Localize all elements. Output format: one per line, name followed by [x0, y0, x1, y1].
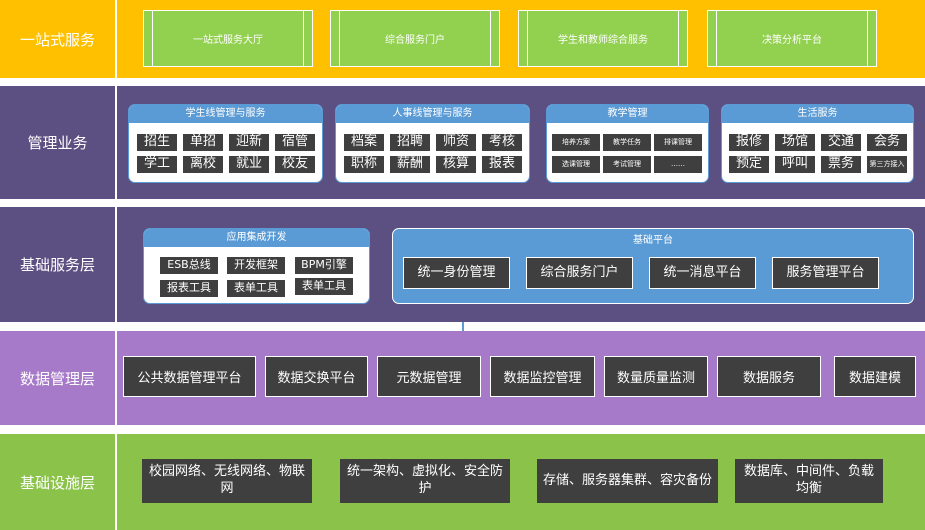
portal-box[interactable]: 学生和教师综合服务: [518, 10, 688, 67]
group-title: 生活服务: [722, 105, 913, 123]
platform-chip[interactable]: 综合服务门户: [526, 257, 633, 289]
layer-body: 学生线管理与服务 招生 单招 迎新 宿管 学工 离校 就业 校友 人事线管理与服…: [117, 86, 925, 199]
data-box[interactable]: 数据建模: [834, 356, 916, 397]
module-chip[interactable]: ……: [653, 155, 703, 174]
data-box[interactable]: 公共数据管理平台: [123, 356, 256, 397]
infra-box[interactable]: 数据库、中间件、负载均衡: [735, 459, 883, 503]
module-chip[interactable]: 教学任务: [602, 133, 652, 152]
data-box[interactable]: 数据交换平台: [265, 356, 368, 397]
group-teaching: 教学管理 培养方案 教学任务 排课管理 选课管理 考试管理 ……: [546, 104, 709, 183]
module-chip[interactable]: 离校: [182, 155, 224, 174]
portal-box[interactable]: 决策分析平台: [707, 10, 877, 67]
portal-box[interactable]: 综合服务门户: [330, 10, 500, 67]
group-student: 学生线管理与服务 招生 单招 迎新 宿管 学工 离校 就业 校友: [128, 104, 323, 183]
module-chip[interactable]: 师资: [435, 133, 477, 152]
module-chip[interactable]: 票务: [820, 155, 862, 174]
module-chip[interactable]: 呼叫: [774, 155, 816, 174]
module-chip[interactable]: 招生: [136, 133, 178, 152]
module-chip[interactable]: 报修: [728, 133, 770, 152]
layer-basic-service: 基础服务层 应用集成开发 ESB总线 开发框架 BPM引擎 报表工具 表单工具 …: [0, 207, 925, 322]
tool-chip[interactable]: 报表工具: [159, 279, 219, 298]
portal-box[interactable]: 一站式服务大厅: [143, 10, 313, 67]
group-title: 应用集成开发: [144, 229, 369, 247]
tool-chip[interactable]: ESB总线: [159, 256, 219, 275]
module-chip[interactable]: 考试管理: [602, 155, 652, 174]
tool-chip[interactable]: 表单工具: [294, 277, 354, 296]
module-chip[interactable]: 就业: [228, 155, 270, 174]
platform-chip[interactable]: 统一消息平台: [649, 257, 756, 289]
data-box[interactable]: 数量质量监测: [604, 356, 708, 397]
layer-one-stop-service: 一站式服务 一站式服务大厅 综合服务门户 学生和教师综合服务 决策分析平台: [0, 0, 925, 78]
group-title: 学生线管理与服务: [129, 105, 322, 123]
module-chip[interactable]: 核算: [435, 155, 477, 174]
module-chip[interactable]: 排课管理: [653, 133, 703, 152]
data-box[interactable]: 数据监控管理: [490, 356, 595, 397]
group-title: 教学管理: [547, 105, 708, 123]
layer-management-business: 管理业务 学生线管理与服务 招生 单招 迎新 宿管 学工 离校 就业 校友 人事…: [0, 86, 925, 199]
group-app-integration: 应用集成开发 ESB总线 开发框架 BPM引擎 报表工具 表单工具 表单工具: [143, 228, 370, 304]
module-chip[interactable]: 迎新: [228, 133, 270, 152]
module-chip[interactable]: 报表: [481, 155, 523, 174]
module-chip[interactable]: 单招: [182, 133, 224, 152]
module-chip[interactable]: 培养方案: [551, 133, 601, 152]
platform-chip[interactable]: 统一身份管理: [403, 257, 510, 289]
platform-chip[interactable]: 服务管理平台: [772, 257, 879, 289]
group-title: 基础平台: [633, 235, 673, 246]
layer-label: 管理业务: [0, 86, 117, 199]
tool-chip[interactable]: BPM引擎: [294, 256, 354, 275]
module-chip[interactable]: 学工: [136, 155, 178, 174]
group-title: 人事线管理与服务: [336, 105, 529, 123]
data-box[interactable]: 数据服务: [717, 356, 821, 397]
module-chip[interactable]: 会务: [866, 133, 908, 152]
layer-label: 基础服务层: [0, 207, 117, 322]
module-chip[interactable]: 预定: [728, 155, 770, 174]
data-box[interactable]: 元数据管理: [377, 356, 481, 397]
layer-label: 数据管理层: [0, 331, 117, 425]
module-chip[interactable]: 第三方接入: [866, 155, 908, 174]
module-chip[interactable]: 交通: [820, 133, 862, 152]
group-base-platform: 基础平台 统一身份管理 综合服务门户 统一消息平台 服务管理平台: [392, 228, 914, 304]
module-chip[interactable]: 校友: [274, 155, 316, 174]
infra-box[interactable]: 校园网络、无线网络、物联网: [142, 459, 312, 503]
layer-label: 一站式服务: [0, 0, 117, 78]
layer-label: 基础设施层: [0, 434, 117, 530]
module-chip[interactable]: 薪酬: [389, 155, 431, 174]
layer-body: 一站式服务大厅 综合服务门户 学生和教师综合服务 决策分析平台: [117, 0, 925, 78]
module-chip[interactable]: 宿管: [274, 133, 316, 152]
infra-box[interactable]: 统一架构、虚拟化、安全防护: [340, 459, 510, 503]
group-personnel: 人事线管理与服务 档案 招聘 师资 考核 职称 薪酬 核算 报表: [335, 104, 530, 183]
tool-chip[interactable]: 表单工具: [226, 279, 286, 298]
module-chip[interactable]: 招聘: [389, 133, 431, 152]
module-chip[interactable]: 选课管理: [551, 155, 601, 174]
module-chip[interactable]: 场馆: [774, 133, 816, 152]
module-chip[interactable]: 职称: [343, 155, 385, 174]
module-chip[interactable]: 档案: [343, 133, 385, 152]
infra-box[interactable]: 存储、服务器集群、容灾备份: [537, 459, 718, 503]
layer-body: 应用集成开发 ESB总线 开发框架 BPM引擎 报表工具 表单工具 表单工具 基…: [117, 207, 925, 322]
group-life-service: 生活服务 报修 场馆 交通 会务 预定 呼叫 票务 第三方接入: [721, 104, 914, 183]
tool-chip[interactable]: 开发框架: [226, 256, 286, 275]
module-chip[interactable]: 考核: [481, 133, 523, 152]
